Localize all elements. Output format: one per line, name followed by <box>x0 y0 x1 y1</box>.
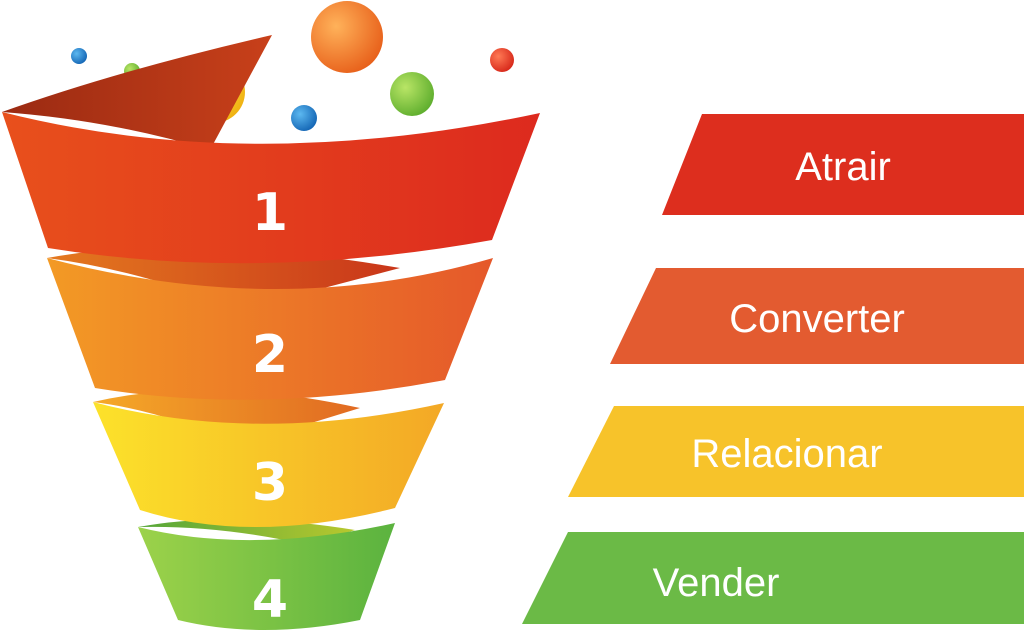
stage-label: Converter <box>729 297 905 341</box>
funnel-stage-3: 3 <box>93 389 444 528</box>
stage-label: Relacionar <box>691 432 882 476</box>
stage-label-banner-1: Atrair <box>662 114 1024 215</box>
blue-ball-icon <box>291 105 317 131</box>
funnel-stage-1: 1 <box>2 35 540 264</box>
stage-label-banner-2: Converter <box>610 268 1024 364</box>
stage-label-banner-4: Vender <box>522 532 1024 624</box>
stage-number: 3 <box>252 453 288 513</box>
funnel-stage-4: 4 <box>138 519 395 630</box>
funnel-stage-2: 2 <box>47 247 493 400</box>
stage-number: 2 <box>252 325 288 385</box>
stage-number: 1 <box>252 183 288 243</box>
red-ball-icon <box>490 48 514 72</box>
stage-label-banner-3: Relacionar <box>568 406 1024 497</box>
orange-ball-icon <box>311 1 383 73</box>
stage-label: Vender <box>653 561 780 605</box>
blue-ball-icon <box>71 48 87 64</box>
green-ball-icon <box>390 72 434 116</box>
stage-number: 4 <box>252 570 288 630</box>
stage-label: Atrair <box>795 145 891 189</box>
